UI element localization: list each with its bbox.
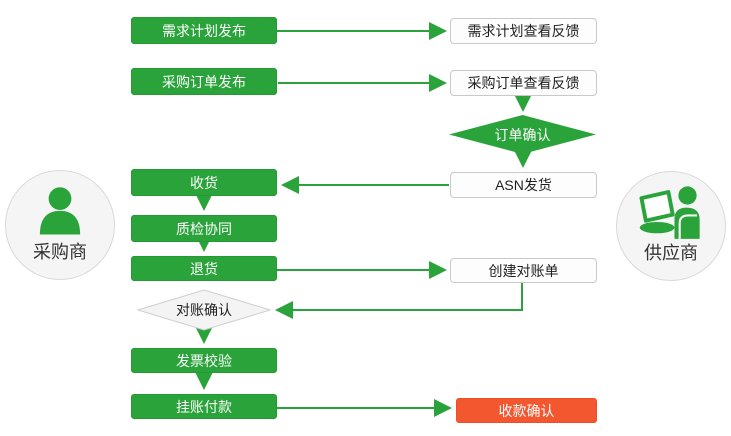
node-order-confirm: 订单确认 <box>449 115 596 154</box>
node-asn-ship: ASN发货 <box>450 172 597 198</box>
diamond-shape <box>449 115 596 154</box>
actor-buyer: 采购商 <box>5 170 115 280</box>
node-demand-plan-publish: 需求计划发布 <box>131 17 277 44</box>
diamond-shape <box>137 289 271 331</box>
node-return-goods: 退货 <box>131 256 277 281</box>
actor-buyer-label: 采购商 <box>33 242 87 262</box>
node-reconcile-confirm-label: 对账确认 <box>176 302 232 318</box>
node-reconcile-confirm: 对账确认 <box>137 289 271 331</box>
user-laptop-icon <box>639 186 700 239</box>
user-icon <box>39 187 81 235</box>
connector-statement-to-reconcile <box>275 283 523 319</box>
actor-supplier-label: 供应商 <box>644 243 698 263</box>
node-order-confirm-label: 订单确认 <box>494 126 551 143</box>
node-po-feedback: 采购订单查看反馈 <box>450 70 597 96</box>
node-receipt-confirm: 收款确认 <box>456 398 597 423</box>
node-payment: 挂账付款 <box>131 394 277 419</box>
node-receive: 收货 <box>131 169 277 196</box>
actor-supplier: 供应商 <box>616 171 726 281</box>
node-po-publish: 采购订单发布 <box>131 68 277 95</box>
node-quality-check: 质检协同 <box>131 215 277 242</box>
node-create-statement: 创建对账单 <box>450 258 597 283</box>
node-invoice-verify: 发票校验 <box>131 348 277 373</box>
node-demand-plan-feedback: 需求计划查看反馈 <box>450 18 597 44</box>
